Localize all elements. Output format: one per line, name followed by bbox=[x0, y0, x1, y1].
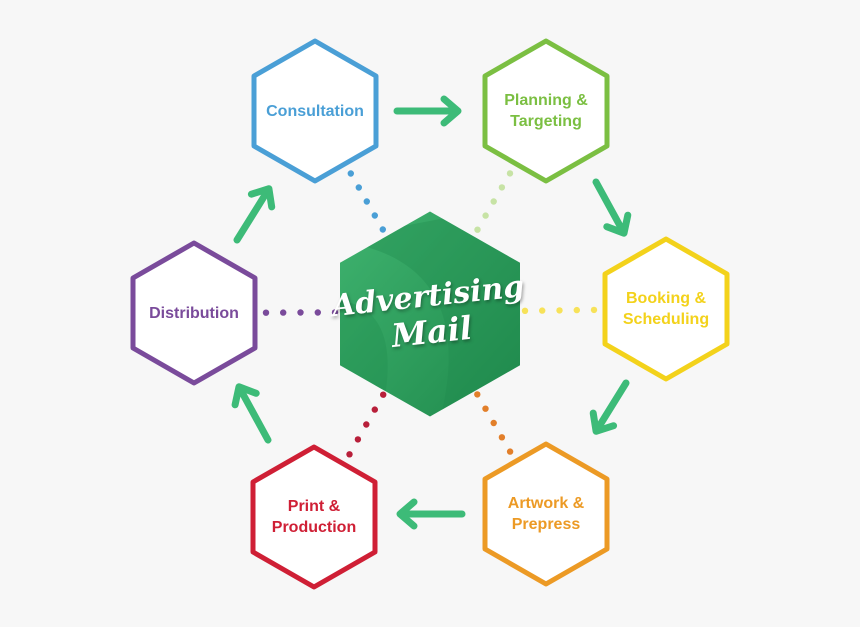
connector-dot-print-production bbox=[363, 421, 370, 428]
connector-dot-booking-scheduling bbox=[539, 307, 546, 314]
connector-dot-booking-scheduling bbox=[521, 307, 529, 314]
connector-dot-distribution bbox=[280, 309, 287, 316]
connector-dot-print-production bbox=[380, 391, 387, 398]
flow-arrow-head bbox=[231, 383, 260, 409]
hexagon-artwork-prepress bbox=[482, 441, 610, 587]
flow-arrow-head bbox=[247, 185, 276, 211]
step-label-consultation: Consultation bbox=[266, 102, 364, 120]
dotted-connectors bbox=[262, 170, 598, 458]
connector-dot-print-production bbox=[346, 451, 353, 458]
flow-arrow-shaft bbox=[236, 385, 272, 444]
step-label-artwork-prepress: Artwork & Prepress bbox=[507, 495, 585, 533]
step-label-booking-scheduling: Booking & Scheduling bbox=[622, 290, 710, 328]
connector-dot-consultation bbox=[363, 198, 370, 205]
connector-dot-distribution bbox=[262, 309, 270, 316]
step-label-print-production: Print & Production bbox=[271, 498, 357, 536]
connector-dot-consultation bbox=[371, 212, 378, 219]
step-hexagons bbox=[130, 38, 730, 590]
connector-dot-planning-targeting bbox=[506, 170, 514, 177]
connector-dot-booking-scheduling bbox=[556, 307, 563, 314]
hexagon-booking-scheduling bbox=[602, 236, 730, 382]
step-label-distribution: Distribution bbox=[149, 304, 239, 322]
connector-dot-planning-targeting bbox=[482, 212, 489, 219]
connector-dot-artwork-prepress bbox=[506, 448, 514, 455]
connector-dot-print-production bbox=[354, 436, 362, 443]
flow-arrow-head bbox=[589, 409, 618, 435]
hexagon-consultation bbox=[251, 38, 379, 184]
hexagon-planning-targeting bbox=[482, 38, 610, 184]
flow-arrow-head bbox=[440, 95, 462, 127]
flow-arrow-shaft bbox=[233, 186, 272, 244]
center-swirl-shade bbox=[340, 211, 520, 417]
hexagon-distribution bbox=[130, 240, 258, 386]
connector-dot-distribution bbox=[314, 309, 321, 316]
flow-arrow-head bbox=[396, 498, 418, 530]
flow-arrow-head bbox=[603, 211, 632, 237]
flow-arrows bbox=[231, 95, 632, 530]
connector-dot-artwork-prepress bbox=[482, 405, 489, 412]
center-hexagon-shape bbox=[340, 211, 520, 417]
connector-dot-consultation bbox=[355, 184, 362, 191]
connector-dot-consultation bbox=[379, 226, 386, 233]
flow-arrow-shaft bbox=[593, 379, 630, 434]
connector-dot-print-production bbox=[371, 406, 378, 413]
connector-dot-artwork-prepress bbox=[490, 419, 497, 427]
center-title-line-2: Mail bbox=[389, 308, 474, 356]
connector-dot-planning-targeting bbox=[474, 226, 481, 233]
connector-dot-distribution bbox=[331, 309, 339, 316]
connector-dot-artwork-prepress bbox=[498, 434, 506, 441]
hexagon-print-production bbox=[250, 444, 378, 590]
flow-arrow-shaft bbox=[592, 178, 627, 235]
connector-dot-distribution bbox=[297, 309, 304, 316]
step-label-planning-targeting: Planning & Targeting bbox=[504, 92, 588, 130]
connector-dot-consultation bbox=[347, 170, 354, 177]
connector-dot-planning-targeting bbox=[498, 184, 506, 191]
connector-dot-booking-scheduling bbox=[590, 306, 598, 314]
connector-dot-booking-scheduling bbox=[573, 306, 580, 314]
connector-dot-artwork-prepress bbox=[474, 391, 481, 398]
connector-dot-planning-targeting bbox=[490, 198, 497, 205]
